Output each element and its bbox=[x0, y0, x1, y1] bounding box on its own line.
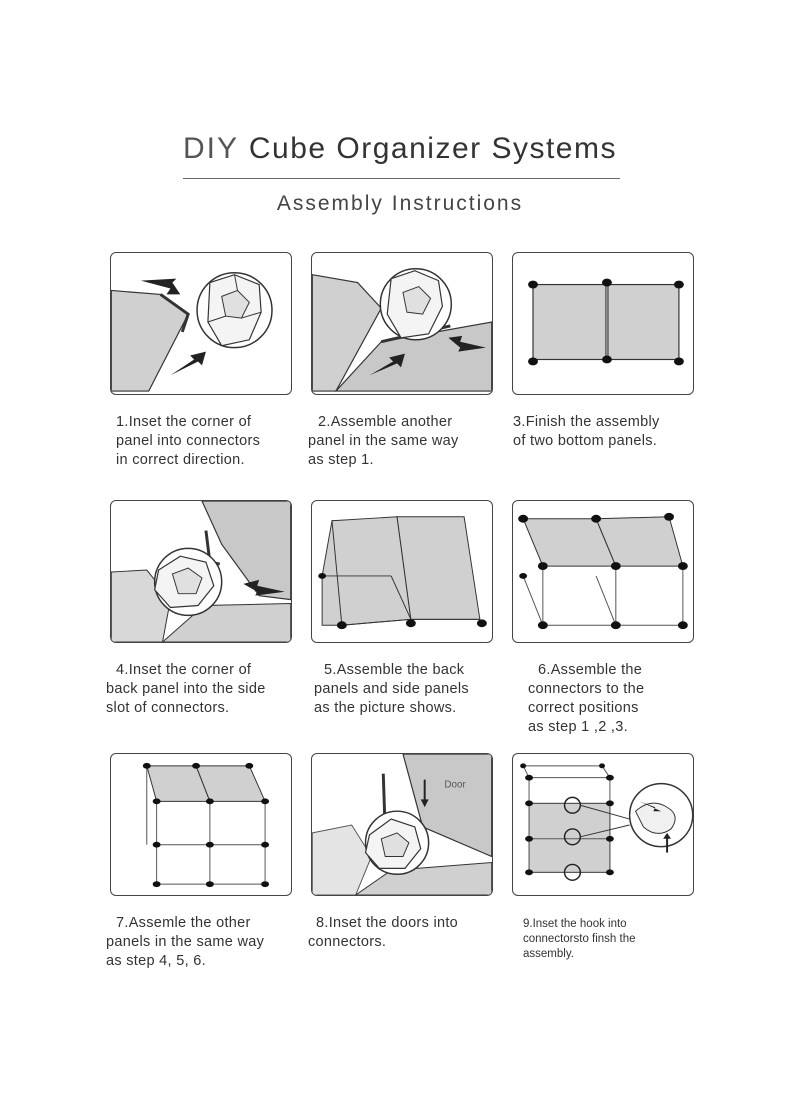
step-8-line-1: 8.Inset the doors into bbox=[316, 915, 459, 931]
step-3-line-1: 3.Finish the assembly bbox=[513, 414, 660, 430]
step-1-caption: 1.Inset the corner of panel into connect… bbox=[116, 413, 260, 470]
step-7-caption: 7.Assemle the other panels in the same w… bbox=[106, 914, 264, 971]
step-1-line-3: in correct direction. bbox=[116, 452, 245, 468]
step-5-line-3: as the picture shows. bbox=[314, 700, 457, 716]
step-6-line-2: connectors to the bbox=[528, 681, 645, 697]
page-subtitle: Assembly Instructions bbox=[276, 192, 524, 215]
step-2-line-3: as step 1. bbox=[308, 452, 374, 468]
step-4-line-3: slot of connectors. bbox=[106, 700, 230, 716]
step-7-line-2: panels in the same way bbox=[106, 934, 265, 950]
step-9-line-1: 9.Inset the hook into bbox=[523, 918, 627, 930]
step-1-line-1: 1.Inset the corner of bbox=[116, 414, 252, 430]
step-7-figure bbox=[110, 753, 292, 896]
step-3-figure bbox=[512, 252, 694, 395]
step-5-line-1: 5.Assemble the back bbox=[324, 662, 465, 678]
step-3-caption: 3.Finish the assembly of two bottom pane… bbox=[513, 413, 660, 451]
step-4-figure bbox=[110, 500, 292, 643]
page-title: DIY Cube Organizer Systems bbox=[0, 132, 800, 166]
step-4-line-1: 4.Inset the corner of bbox=[116, 662, 252, 678]
step-2-line-1: 2.Assemble another bbox=[318, 414, 453, 430]
step-7-line-1: 7.Assemle the other bbox=[116, 915, 251, 931]
step-5-caption: 5.Assemble the back panels and side pane… bbox=[314, 661, 469, 718]
step-8-caption: 8.Inset the doors into connectors. bbox=[308, 914, 458, 952]
step-5-line-2: panels and side panels bbox=[314, 681, 469, 697]
door-label: Door bbox=[444, 780, 466, 791]
step-6-caption: 6.Assemble the connectors to the correct… bbox=[528, 661, 644, 737]
title-main: Cube Organizer Systems bbox=[248, 132, 617, 165]
step-5-figure bbox=[311, 500, 493, 643]
step-2-caption: 2.Assemble another panel in the same way… bbox=[308, 413, 459, 470]
step-9-figure bbox=[512, 753, 694, 896]
step-9-line-3: assembly. bbox=[523, 948, 574, 960]
step-3-line-2: of two bottom panels. bbox=[513, 433, 658, 449]
step-8-figure: Door bbox=[311, 753, 493, 896]
step-6-line-1: 6.Assemble the bbox=[538, 662, 643, 678]
step-8-line-2: connectors. bbox=[308, 934, 387, 950]
step-6-line-3: correct positions bbox=[528, 700, 639, 716]
step-9-caption: 9.Inset the hook into connectorsto finsh… bbox=[523, 917, 636, 962]
step-1-figure bbox=[110, 252, 292, 395]
step-6-line-4: as step 1 ,2 ,3. bbox=[528, 719, 628, 735]
title-diy: DIY bbox=[183, 132, 240, 165]
step-2-figure bbox=[311, 252, 493, 395]
title-underline bbox=[183, 178, 620, 179]
step-4-caption: 4.Inset the corner of back panel into th… bbox=[106, 661, 266, 718]
step-9-line-2: connectorsto finsh the bbox=[523, 933, 636, 945]
step-2-line-2: panel in the same way bbox=[308, 433, 459, 449]
step-7-line-3: as step 4, 5, 6. bbox=[106, 953, 206, 969]
step-1-line-2: panel into connectors bbox=[116, 433, 261, 449]
step-6-figure bbox=[512, 500, 694, 643]
step-4-line-2: back panel into the side bbox=[106, 681, 266, 697]
